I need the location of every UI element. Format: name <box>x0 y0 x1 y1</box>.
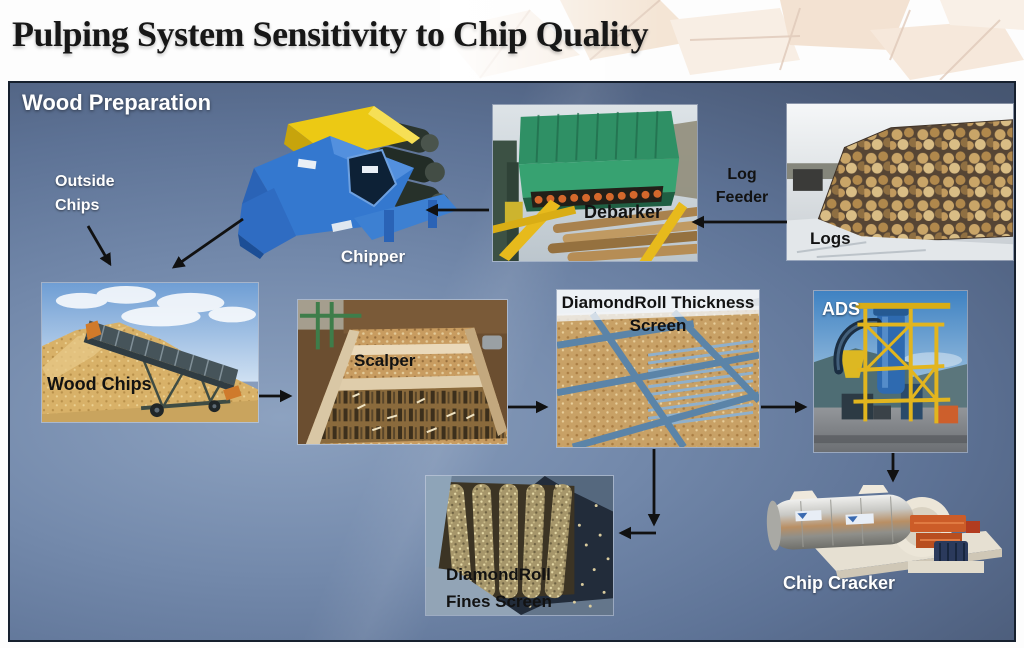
chipper-illustration <box>236 104 460 260</box>
label-outside-chips: Outside Chips <box>55 173 115 214</box>
label-wood-chips: Wood Chips <box>47 374 152 394</box>
label-chip-cracker: Chip Cracker <box>783 573 896 593</box>
label-logs: Logs <box>810 229 851 248</box>
label-debarker: Debarker <box>584 202 663 222</box>
chip-cracker-illustration <box>762 485 1002 580</box>
ads-photo <box>813 290 968 453</box>
label-log-feeder: Log Feeder <box>715 166 769 206</box>
label-fines-screen: DiamondRoll Fines Screen <box>446 565 552 611</box>
label-ads: ADS <box>822 299 861 319</box>
thickness-screen-photo <box>556 289 760 448</box>
label-scalper: Scalper <box>354 351 416 370</box>
wood-chips-photo <box>41 282 259 423</box>
debarker-photo <box>492 104 698 262</box>
logs-photo <box>786 103 1014 261</box>
panel-heading: Wood Preparation <box>22 90 212 115</box>
slide-title: Pulping System Sensitivity to Chip Quali… <box>12 14 649 54</box>
scalper-photo <box>297 299 508 445</box>
fines-screen-photo <box>425 475 614 616</box>
label-chipper: Chipper <box>340 247 406 266</box>
wood-chip-texture <box>440 0 1024 85</box>
label-thickness-screen: DiamondRoll Thickness Screen <box>561 293 755 335</box>
